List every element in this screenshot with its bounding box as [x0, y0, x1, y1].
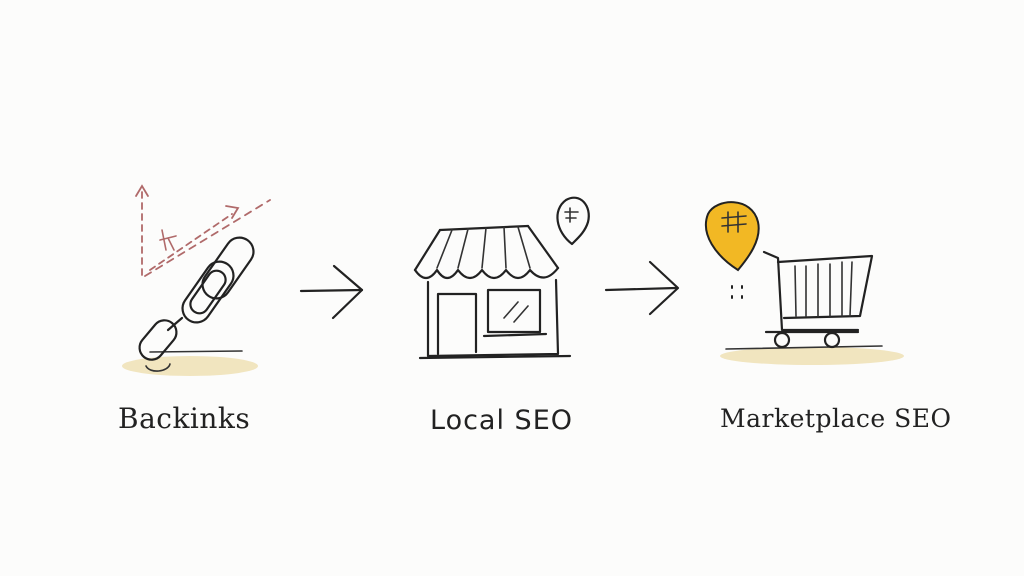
ground-wash	[720, 347, 904, 365]
step-label-marketplace-seo: Marketplace SEO	[720, 404, 952, 433]
location-pin-icon	[556, 196, 590, 246]
arrow-right-icon	[299, 264, 364, 320]
coin-pin-icon	[705, 201, 760, 299]
shopping-cart-icon	[762, 250, 874, 349]
ground-line	[149, 350, 243, 353]
step-label-local-seo: Local SEO	[430, 405, 574, 436]
growth-chart-icon	[135, 184, 271, 277]
storefront-icon	[413, 224, 572, 360]
chain-link-icon	[138, 236, 255, 372]
ground-line	[725, 345, 883, 350]
step-label-backlinks: Backinks	[118, 402, 251, 435]
arrow-right-icon	[604, 260, 680, 316]
